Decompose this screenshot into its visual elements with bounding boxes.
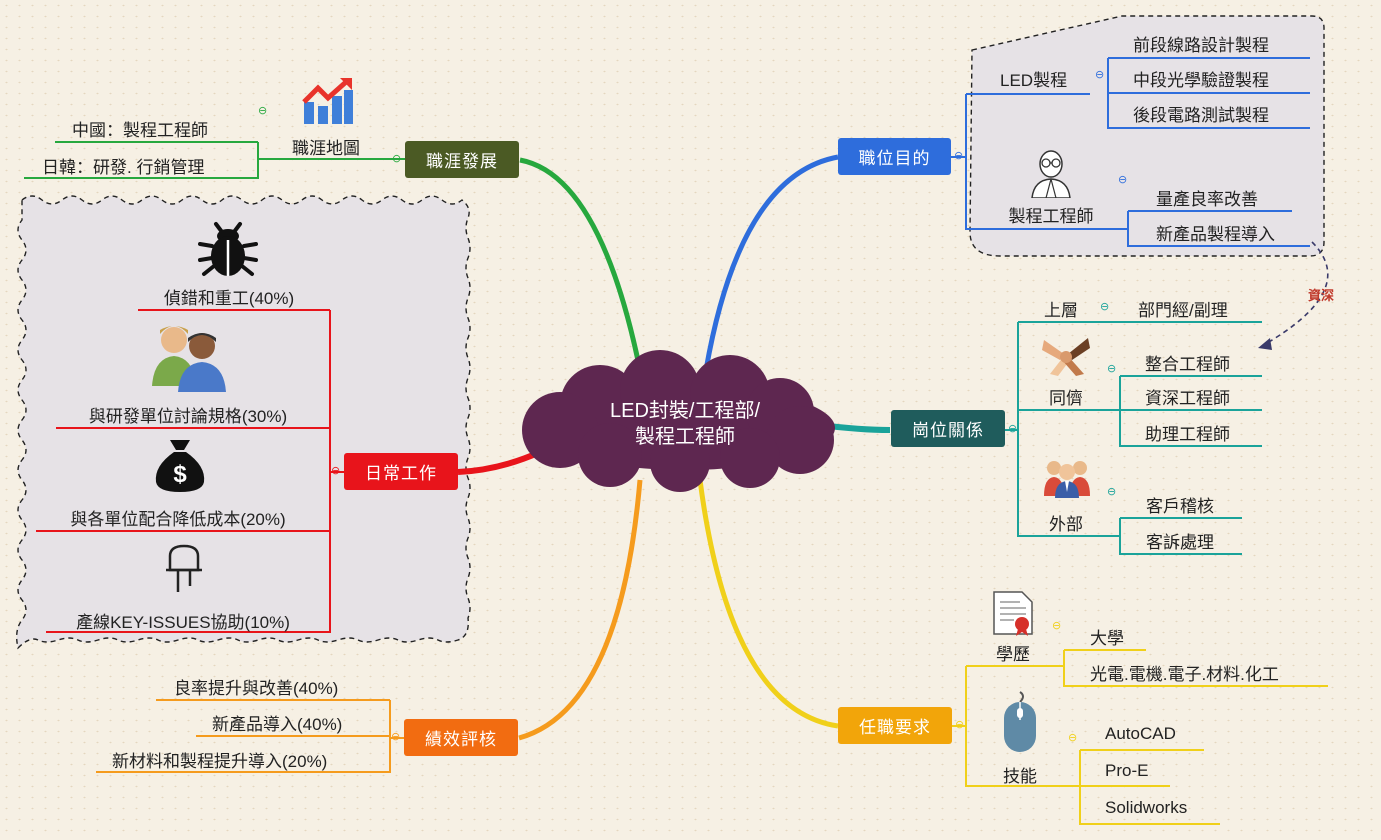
requirements-node[interactable]: 任職要求	[838, 707, 952, 744]
central-topic-line2: 製程工程師	[635, 426, 735, 448]
relation-label[interactable]: 資深	[1308, 288, 1335, 303]
performance-item[interactable]: 新產品導入(40%)	[212, 715, 343, 734]
money-bag-icon: $	[155, 440, 205, 492]
requirements-skill-item[interactable]: AutoCAD	[1105, 724, 1176, 743]
purpose-engineer-item[interactable]: 新產品製程導入	[1156, 225, 1275, 244]
external-label[interactable]: 外部	[1049, 515, 1083, 534]
relations-peer-item[interactable]: 整合工程師	[1145, 355, 1230, 374]
relations-upper-item[interactable]: 部門經/副理	[1138, 301, 1228, 320]
collapse-toggle[interactable]: ⊖	[392, 153, 402, 165]
mouse-icon	[1004, 691, 1036, 752]
career-item[interactable]: 中國：製程工程師	[72, 121, 208, 140]
purpose-led-item[interactable]: 中段光學驗證製程	[1133, 71, 1269, 90]
collapse-toggle[interactable]: ⊖	[1107, 363, 1117, 375]
purpose-led-item[interactable]: 後段電路測試製程	[1133, 106, 1269, 125]
purpose-led-item[interactable]: 前段線路設計製程	[1133, 36, 1269, 55]
rising-chart-icon	[302, 78, 353, 124]
collapse-toggle[interactable]: ⊖	[391, 731, 401, 743]
central-topic[interactable]: LED封裝/工程部/ 製程工程師	[560, 398, 810, 450]
collapse-toggle[interactable]: ⊖	[954, 150, 964, 162]
group-people-icon	[1044, 461, 1090, 498]
led-component-icon	[166, 544, 202, 592]
purpose-engineer-item[interactable]: 量產良率改善	[1156, 190, 1258, 209]
education-label[interactable]: 學歷	[996, 645, 1030, 664]
daily-item[interactable]: 與各單位配合降低成本(20%)	[70, 510, 286, 529]
skills-label[interactable]: 技能	[1003, 767, 1037, 786]
daily-item[interactable]: 偵錯和重工(40%)	[163, 289, 295, 308]
collapse-toggle[interactable]: ⊖	[1095, 69, 1105, 81]
peers-label[interactable]: 同儕	[1049, 389, 1083, 408]
requirements-skill-item[interactable]: Solidworks	[1105, 798, 1188, 817]
relations-peer-item[interactable]: 資深工程師	[1145, 389, 1230, 408]
collapse-toggle[interactable]: ⊖	[1008, 423, 1018, 435]
daily-item[interactable]: 與研發單位討論規格(30%)	[88, 407, 288, 426]
requirements-education-item[interactable]: 大學	[1090, 629, 1124, 648]
people-meeting-icon	[152, 326, 226, 392]
daily-work-boundary	[15, 195, 471, 650]
certificate-icon	[993, 591, 1033, 636]
performance-item[interactable]: 良率提升與改善(40%)	[174, 679, 339, 698]
career-node[interactable]: 職涯發展	[405, 141, 519, 178]
bug-icon	[198, 222, 258, 276]
collapse-toggle[interactable]: ⊖	[1052, 620, 1062, 632]
performance-item[interactable]: 新材料和製程提升導入(20%)	[112, 752, 328, 771]
collapse-toggle[interactable]: ⊖	[1118, 174, 1128, 186]
process-engineer-label[interactable]: 製程工程師	[1008, 207, 1094, 226]
daily-item[interactable]: 產線KEY-ISSUES協助(10%)	[76, 613, 290, 632]
purpose-node[interactable]: 職位目的	[838, 138, 951, 175]
collapse-toggle[interactable]: ⊖	[1107, 486, 1117, 498]
collapse-toggle[interactable]: ⊖	[258, 105, 268, 117]
central-cloud	[522, 350, 835, 492]
led-process-label[interactable]: LED製程	[1000, 71, 1068, 90]
relations-peer-item[interactable]: 助理工程師	[1145, 425, 1230, 444]
collapse-toggle[interactable]: ⊖	[1068, 732, 1078, 744]
collapse-toggle[interactable]: ⊖	[1100, 301, 1110, 313]
svg-text:$: $	[173, 461, 187, 488]
upper-label[interactable]: 上層	[1044, 301, 1078, 320]
relations-external-item[interactable]: 客戶稽核	[1146, 497, 1214, 516]
central-topic-line1: LED封裝/工程部/	[609, 400, 761, 422]
performance-node[interactable]: 績效評核	[404, 719, 518, 756]
hands-together-icon	[1042, 338, 1090, 376]
collapse-toggle[interactable]: ⊖	[331, 465, 341, 477]
daily-work-node[interactable]: 日常工作	[344, 453, 458, 490]
engineer-avatar-icon	[1031, 150, 1071, 198]
relations-external-item[interactable]: 客訴處理	[1146, 533, 1214, 552]
requirements-education-item[interactable]: 光電.電機.電子.材料.化工	[1090, 665, 1279, 684]
career-item[interactable]: 日韓：研發. 行銷管理	[42, 158, 205, 177]
requirements-skill-item[interactable]: Pro-E	[1105, 761, 1149, 780]
career-map-label[interactable]: 職涯地圖	[292, 139, 360, 158]
collapse-toggle[interactable]: ⊖	[955, 719, 965, 731]
relations-node[interactable]: 崗位關係	[891, 410, 1005, 447]
